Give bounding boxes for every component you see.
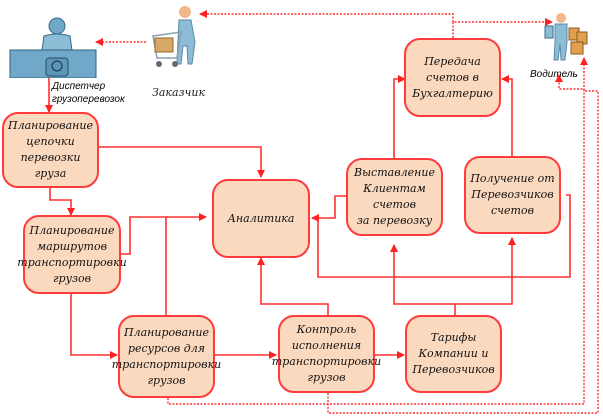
node-route-planning: Планирование маршрутов транспортировки г… — [17, 215, 127, 294]
driver-actor — [543, 12, 593, 62]
link-accounting-driver — [452, 18, 553, 38]
link-client-accounting — [393, 75, 406, 158]
dispatcher-desk-icon — [9, 17, 97, 79]
node-resource-planning: Планирование ресурсов для транспортировк… — [112, 315, 221, 398]
node-chain-planning: Планирование цепочки перевозки груза — [2, 112, 99, 188]
link-control-analytics — [257, 257, 329, 317]
link-chain-route — [49, 187, 75, 216]
node-carrier-invoices: Получение от Перевозчиков счетов — [464, 156, 561, 234]
driver-label: Водитель — [530, 69, 578, 80]
link-control-driver — [327, 57, 599, 414]
link-accounting-customer — [199, 10, 454, 22]
link-route-analytics — [120, 213, 207, 255]
link-carrier-accounting — [501, 75, 513, 158]
link-chain-analytics — [97, 146, 265, 178]
customer-actor — [145, 2, 205, 74]
dispatcher-label: Диспетчер грузоперевозок — [52, 81, 125, 105]
node-client-invoicing: Выставление Клиентам счетов за перевозку — [346, 158, 443, 236]
link-resource-driver — [167, 74, 585, 405]
link-carrier-analytics-loop — [317, 194, 571, 278]
node-analytics: Аналитика — [212, 179, 310, 258]
customer-label: Заказчик — [152, 86, 206, 99]
node-accounting-transfer: Передача счетов в Бухгалтерию — [404, 38, 501, 117]
node-execution-control: Контроль исполнения транспортировки груз… — [272, 315, 381, 393]
dispatcher-actor — [8, 8, 98, 79]
link-tariffs-carrier — [455, 237, 516, 305]
shopping-cart-person-icon — [152, 6, 196, 67]
driver-with-cargo-icon — [544, 13, 588, 61]
link-route-resource — [70, 293, 118, 359]
node-tariffs: Тарифы Компании и Перевозчиков — [405, 315, 502, 393]
link-client-analytics — [311, 195, 346, 222]
link-tariffs-bus — [390, 244, 456, 317]
